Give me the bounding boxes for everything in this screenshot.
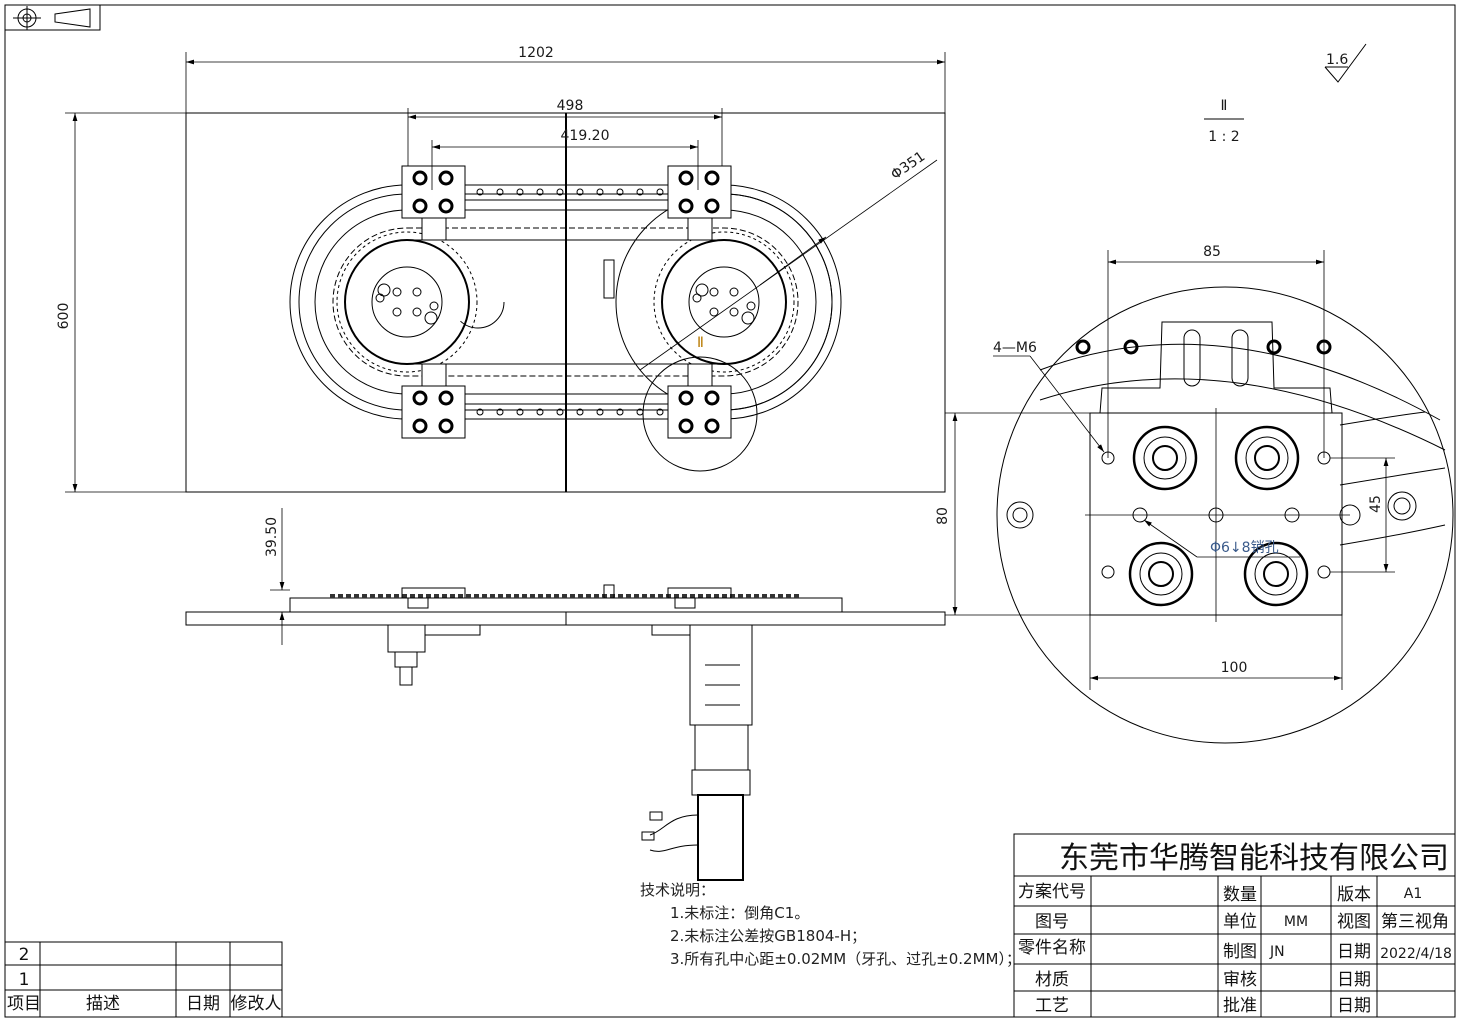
dimensions-side: 39.50 80 (264, 412, 1100, 645)
value-version: A1 (1404, 886, 1422, 902)
drawing-border (4, 4, 1456, 1018)
detail-circle-marker (642, 356, 758, 472)
detail-view: 85 100 45 4—M6 Φ6↓8销孔 (993, 244, 1454, 744)
label-drafter: 制图 (1223, 942, 1257, 962)
dim-detail-plate-width: 100 (1221, 660, 1248, 676)
tech-notes-heading: 技术说明： (640, 881, 715, 899)
surface-roughness-symbol: 1.6 (1324, 43, 1367, 83)
detail-label: Ⅱ (1221, 98, 1228, 114)
dim-side-offset: 80 (935, 507, 951, 525)
revision-header-description: 描述 (86, 994, 120, 1014)
label-unit: 单位 (1223, 912, 1257, 932)
dim-detail-width: 85 (1203, 244, 1221, 260)
label-material: 材质 (1035, 970, 1069, 990)
value-drafter: JN (1269, 944, 1285, 960)
label-version: 版本 (1337, 885, 1371, 905)
revision-row-number: 2 (19, 945, 30, 965)
carrier (401, 165, 732, 439)
label-approve-date: 日期 (1337, 996, 1371, 1016)
label-view: 视图 (1337, 912, 1371, 932)
label-scheme-code: 方案代号 (1018, 882, 1086, 902)
thread-label: 4—M6 (993, 340, 1037, 356)
roughness-value: 1.6 (1326, 52, 1348, 68)
projection-symbol (4, 4, 101, 31)
detail-scale-label: Ⅱ 1 : 2 (1204, 98, 1244, 145)
sensor (603, 259, 615, 299)
dim-hole-spacing: 45 (1368, 495, 1384, 513)
dim-side-height: 39.50 (264, 517, 280, 557)
value-date: 2022/4/18 (1380, 946, 1452, 962)
tech-note: 3.所有孔中心距±0.02MM（牙孔、过孔±0.2MM）； (670, 950, 1021, 968)
section-circle-phi351 (615, 193, 833, 411)
revision-header-editor: 修改人 (231, 994, 282, 1014)
dim-carrier-pitch: 498 (557, 98, 584, 114)
pin-hole-label: Φ6↓8销孔 (1210, 540, 1279, 556)
title-block: 东莞市华腾智能科技有限公司 方案代号 数量 版本 A1 图号 单位 MM 视图 … (1013, 833, 1456, 1018)
dim-ring-diameter: Φ351 (888, 149, 928, 184)
label-part-name: 零件名称 (1018, 938, 1086, 958)
label-approve: 批准 (1223, 996, 1257, 1016)
label-review: 审核 (1223, 970, 1257, 990)
dim-overall-height: 600 (56, 303, 72, 330)
value-view: 第三视角 (1381, 912, 1449, 932)
dimensions-top: 1202 498 419.20 600 Φ351 Ⅱ (56, 45, 946, 493)
label-quantity: 数量 (1223, 885, 1257, 905)
tech-note: 1.未标注：倒角C1。 (670, 904, 809, 922)
top-view (185, 112, 946, 493)
value-unit: MM (1284, 914, 1308, 930)
right-sprocket (653, 231, 795, 373)
side-view (185, 584, 946, 881)
dim-inner-pitch: 419.20 (561, 128, 610, 144)
revision-header-date: 日期 (186, 994, 220, 1014)
revision-row-number: 1 (19, 970, 30, 990)
label-date: 日期 (1337, 942, 1371, 962)
revision-header-item: 项目 (7, 994, 41, 1014)
label-process: 工艺 (1035, 996, 1069, 1016)
label-review-date: 日期 (1337, 970, 1371, 990)
detail-scale: 1 : 2 (1208, 129, 1239, 145)
dim-overall-width: 1202 (518, 45, 554, 61)
revision-table: 2 1 项目 描述 日期 修改人 (4, 941, 283, 1018)
tech-notes: 技术说明： 1.未标注：倒角C1。 2.未标注公差按GB1804-H； 3.所有… (640, 881, 1021, 968)
tech-note: 2.未标注公差按GB1804-H； (670, 927, 866, 945)
detail-marker: Ⅱ (697, 335, 704, 351)
label-drawing-number: 图号 (1035, 912, 1069, 932)
left-sprocket (336, 231, 505, 373)
company-name: 东莞市华腾智能科技有限公司 (1059, 841, 1449, 876)
